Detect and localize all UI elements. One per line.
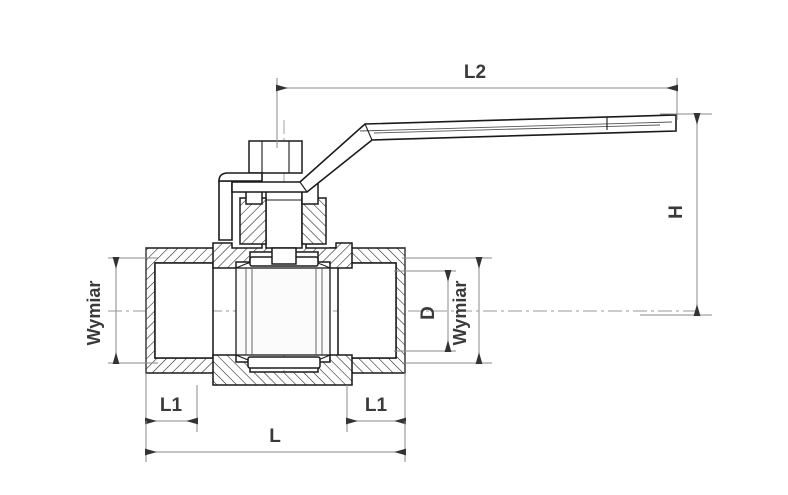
dimension-label-D: D: [418, 306, 439, 320]
valve-body-assembly: [145, 114, 677, 386]
stem-hex-nut: [248, 140, 303, 174]
lever-handle: [231, 114, 677, 193]
dimension-label-L2: L2: [464, 62, 486, 83]
dimension-label-L1-right: L1: [365, 395, 388, 416]
dimension-L1-right: L1: [346, 373, 406, 432]
dimension-D: D: [394, 270, 456, 352]
handle-stop-tab: [218, 172, 263, 241]
dimension-label-wymiar-right: Wymiar: [450, 281, 470, 346]
dimension-label-L1-left: L1: [160, 395, 183, 416]
dimension-label-L: L: [269, 426, 281, 447]
dimension-label-wymiar-left: Wymiar: [84, 281, 104, 346]
dimension-L1-left: L1: [145, 373, 198, 432]
dimension-label-H: H: [666, 205, 687, 219]
dimension-wymiar-right: Wymiar: [402, 257, 492, 364]
dimension-L: L: [145, 421, 406, 462]
dimension-wymiar-left: Wymiar: [84, 257, 158, 364]
dimension-L2: L2: [276, 62, 678, 148]
stem: [265, 185, 303, 265]
ball: [235, 256, 331, 367]
dimension-H: H: [640, 113, 712, 316]
